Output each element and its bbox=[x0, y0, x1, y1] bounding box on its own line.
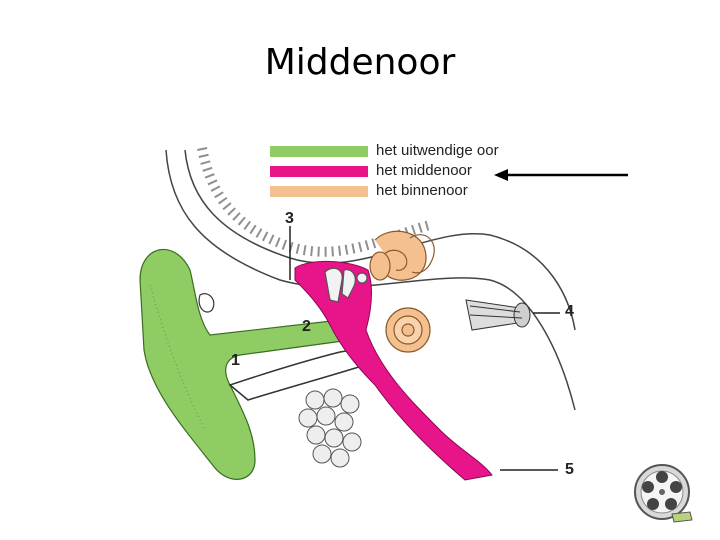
callout-3: 3 bbox=[285, 210, 294, 227]
auditory-nerve bbox=[465, 299, 531, 331]
callout-1: 1 bbox=[231, 352, 240, 369]
callout-4: 4 bbox=[565, 303, 574, 320]
legend-label: het uitwendige oor bbox=[376, 142, 499, 159]
film-reel-icon[interactable] bbox=[632, 462, 696, 524]
callout-2: 2 bbox=[302, 318, 311, 335]
legend-swatch bbox=[270, 166, 368, 177]
legend-swatch bbox=[270, 146, 368, 157]
slide-title: Middenoor bbox=[264, 42, 456, 83]
legend-swatch bbox=[270, 186, 368, 197]
legend-label: het binnenoor bbox=[376, 182, 468, 199]
middle-ear-region bbox=[294, 260, 493, 481]
pointer-arrow bbox=[494, 169, 628, 181]
legend-label: het middenoor bbox=[376, 162, 472, 179]
callout-5: 5 bbox=[565, 461, 574, 478]
outer-ear-region bbox=[139, 248, 357, 480]
inner-ear-region bbox=[369, 230, 435, 353]
ear-anatomy-diagram bbox=[139, 147, 576, 481]
